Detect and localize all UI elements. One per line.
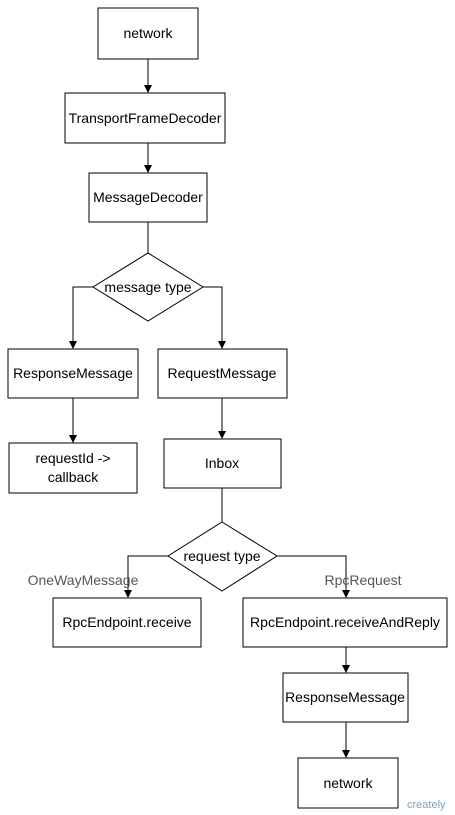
decision-message-type: message type bbox=[92, 252, 204, 322]
node-label: MessageDecoder bbox=[93, 189, 203, 205]
node-label: ResponseMessage bbox=[285, 689, 405, 705]
edge-label-one-way-message: OneWayMessage bbox=[28, 572, 139, 588]
edge-request-type-to-rpc-receive bbox=[124, 555, 168, 598]
node-inbox: Inbox bbox=[163, 438, 282, 489]
node-request-id-callback: requestId -> callback bbox=[8, 442, 138, 494]
node-transport-frame-decoder: TransportFrameDecoder bbox=[64, 92, 226, 144]
edge-label-rpc-request: RpcRequest bbox=[324, 572, 401, 588]
node-rpc-endpoint-receive: RpcEndpoint.receive bbox=[52, 597, 202, 648]
edge-request-type-to-rpc-receive-reply bbox=[277, 555, 350, 598]
node-request-message: RequestMessage bbox=[157, 348, 288, 399]
node-label: RpcEndpoint.receiveAndReply bbox=[250, 614, 440, 630]
node-label: network bbox=[123, 25, 173, 41]
node-label: ResponseMessage bbox=[13, 365, 133, 381]
node-label: RequestMessage bbox=[168, 365, 277, 381]
decision-request-type: request type bbox=[167, 521, 278, 592]
node-label: RpcEndpoint.receive bbox=[62, 614, 191, 630]
creately-watermark: creately bbox=[407, 799, 446, 811]
node-label: TransportFrameDecoder bbox=[69, 110, 222, 126]
node-label-line-2: callback bbox=[48, 469, 100, 485]
node-label-line-1: requestId -> bbox=[35, 450, 110, 466]
node-label: Inbox bbox=[205, 455, 239, 471]
node-response-message-left: ResponseMessage bbox=[7, 348, 139, 399]
node-rpc-endpoint-receive-and-reply: RpcEndpoint.receiveAndReply bbox=[242, 597, 448, 648]
edge-message-type-to-request bbox=[202, 286, 226, 349]
node-label: network bbox=[323, 775, 373, 791]
node-network-top: network bbox=[97, 7, 199, 60]
node-label: message type bbox=[104, 279, 191, 295]
node-network-bottom: network bbox=[297, 757, 399, 809]
node-response-message-bottom: ResponseMessage bbox=[282, 672, 409, 723]
edge-message-type-to-response bbox=[69, 286, 93, 349]
node-label: request type bbox=[183, 548, 260, 564]
node-message-decoder: MessageDecoder bbox=[88, 172, 208, 223]
